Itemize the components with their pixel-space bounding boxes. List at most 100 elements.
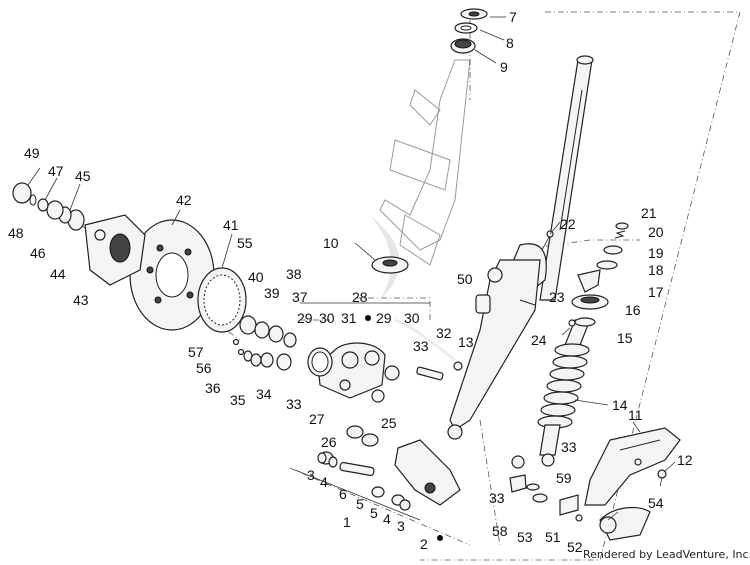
callout-52: 52 <box>567 539 583 555</box>
callout-31: 31 <box>341 310 357 326</box>
callout-51: 51 <box>545 529 561 545</box>
washer-53 <box>532 493 548 503</box>
spring-20 <box>614 230 626 239</box>
bolt-23 <box>568 319 576 327</box>
callout-44: 44 <box>50 266 66 282</box>
callout-35: 35 <box>230 392 246 408</box>
callout-5b: 5 <box>370 505 378 521</box>
callout-12: 12 <box>677 452 693 468</box>
callout-43: 43 <box>73 292 89 308</box>
callout-39: 39 <box>264 285 280 301</box>
callout-19: 19 <box>648 245 664 261</box>
callout-labels: 7 8 9 10 49 47 45 48 46 44 43 42 41 55 4… <box>8 9 693 555</box>
callout-10: 10 <box>323 235 339 251</box>
callout-33d: 33 <box>489 490 505 506</box>
callout-33a: 33 <box>413 338 429 354</box>
callout-58: 58 <box>492 523 508 539</box>
rubber-15 <box>574 317 596 327</box>
callout-23: 23 <box>549 289 565 305</box>
top-nut-7 <box>460 8 488 20</box>
callout-20: 20 <box>648 224 664 240</box>
fork-leg-assembly <box>447 55 594 440</box>
bolt-51 <box>559 494 579 516</box>
callout-37: 37 <box>292 289 308 305</box>
callout-13: 13 <box>458 334 474 350</box>
callout-47: 47 <box>48 163 64 179</box>
bracket-58 <box>509 474 527 493</box>
render-credit: Rendered by LeadVenture, Inc. <box>583 548 750 561</box>
nut-13 <box>453 361 463 371</box>
ring-4 <box>328 456 411 511</box>
shock-absorber-14 <box>511 319 591 469</box>
callout-21: 21 <box>641 205 657 221</box>
callout-36: 36 <box>205 380 221 396</box>
ring-37 <box>283 332 297 348</box>
callout-2: 2 <box>420 536 428 552</box>
callout-57: 57 <box>188 344 204 360</box>
callout-30b: 30 <box>404 310 420 326</box>
spacer-47 <box>37 198 49 212</box>
callout-50: 50 <box>457 271 473 287</box>
callout-40: 40 <box>248 269 264 285</box>
washer-8 <box>454 22 478 34</box>
seal-39 <box>254 321 270 339</box>
callout-26: 26 <box>321 434 337 450</box>
callout-4a: 4 <box>320 474 328 490</box>
callout-29a: 29 <box>297 310 313 326</box>
callout-25: 25 <box>381 415 397 431</box>
callout-33b: 33 <box>286 396 302 412</box>
callout-18: 18 <box>648 262 664 278</box>
seal-ring-29 <box>307 347 333 377</box>
bolt-24 <box>561 327 571 336</box>
brake-caliper-31 <box>317 342 386 399</box>
seal-25 <box>361 433 379 447</box>
top-bracket-16 <box>571 294 609 310</box>
fender-11 <box>584 427 681 506</box>
callout-53: 53 <box>517 529 533 545</box>
bushing-3 <box>317 452 327 464</box>
callout-3b: 3 <box>397 518 405 534</box>
callout-15: 15 <box>617 330 633 346</box>
bearing-38 <box>268 325 284 343</box>
bushing-50 <box>475 294 491 314</box>
screw-57 <box>232 338 240 346</box>
bolt-32 <box>416 366 444 381</box>
callout-29b: 29 <box>376 310 392 326</box>
callout-54: 54 <box>648 495 664 511</box>
pad-30 <box>371 365 400 403</box>
callout-16: 16 <box>625 302 641 318</box>
wheel-axle-mount-54 <box>599 506 651 541</box>
callout-38: 38 <box>286 266 302 282</box>
callout-3a: 3 <box>307 467 315 483</box>
callout-4b: 4 <box>383 511 391 527</box>
steering-column-ghost <box>379 59 471 266</box>
callout-46: 46 <box>30 245 46 261</box>
callout-28: 28 <box>352 289 368 305</box>
spacer-40 <box>239 315 257 335</box>
seal-33 <box>276 353 292 371</box>
callout-22: 22 <box>560 216 576 232</box>
callout-6: 6 <box>339 486 347 502</box>
bolt-56 <box>237 348 245 356</box>
callout-9: 9 <box>500 59 508 75</box>
callout-17: 17 <box>648 284 664 300</box>
lower-link-2 <box>394 439 461 506</box>
brake-disc-42 <box>129 219 215 331</box>
watermark-logo <box>370 215 456 362</box>
callout-41: 41 <box>223 217 239 233</box>
reference-dot <box>365 315 443 541</box>
bracket-17 <box>577 269 601 293</box>
assembly-bracket-1 <box>294 469 421 521</box>
washer-35 <box>250 353 262 367</box>
wheel-hub-43 <box>84 214 146 286</box>
callout-11: 11 <box>628 407 643 423</box>
leader-lines <box>27 16 676 521</box>
screw-52 <box>575 514 583 522</box>
callout-30a: 30 <box>319 310 335 326</box>
callout-27: 27 <box>309 411 325 427</box>
bearing-9 <box>450 38 476 54</box>
washer-59 <box>526 483 540 491</box>
pin-6 <box>339 461 375 477</box>
callout-14: 14 <box>612 397 628 413</box>
callout-24: 24 <box>531 332 547 348</box>
